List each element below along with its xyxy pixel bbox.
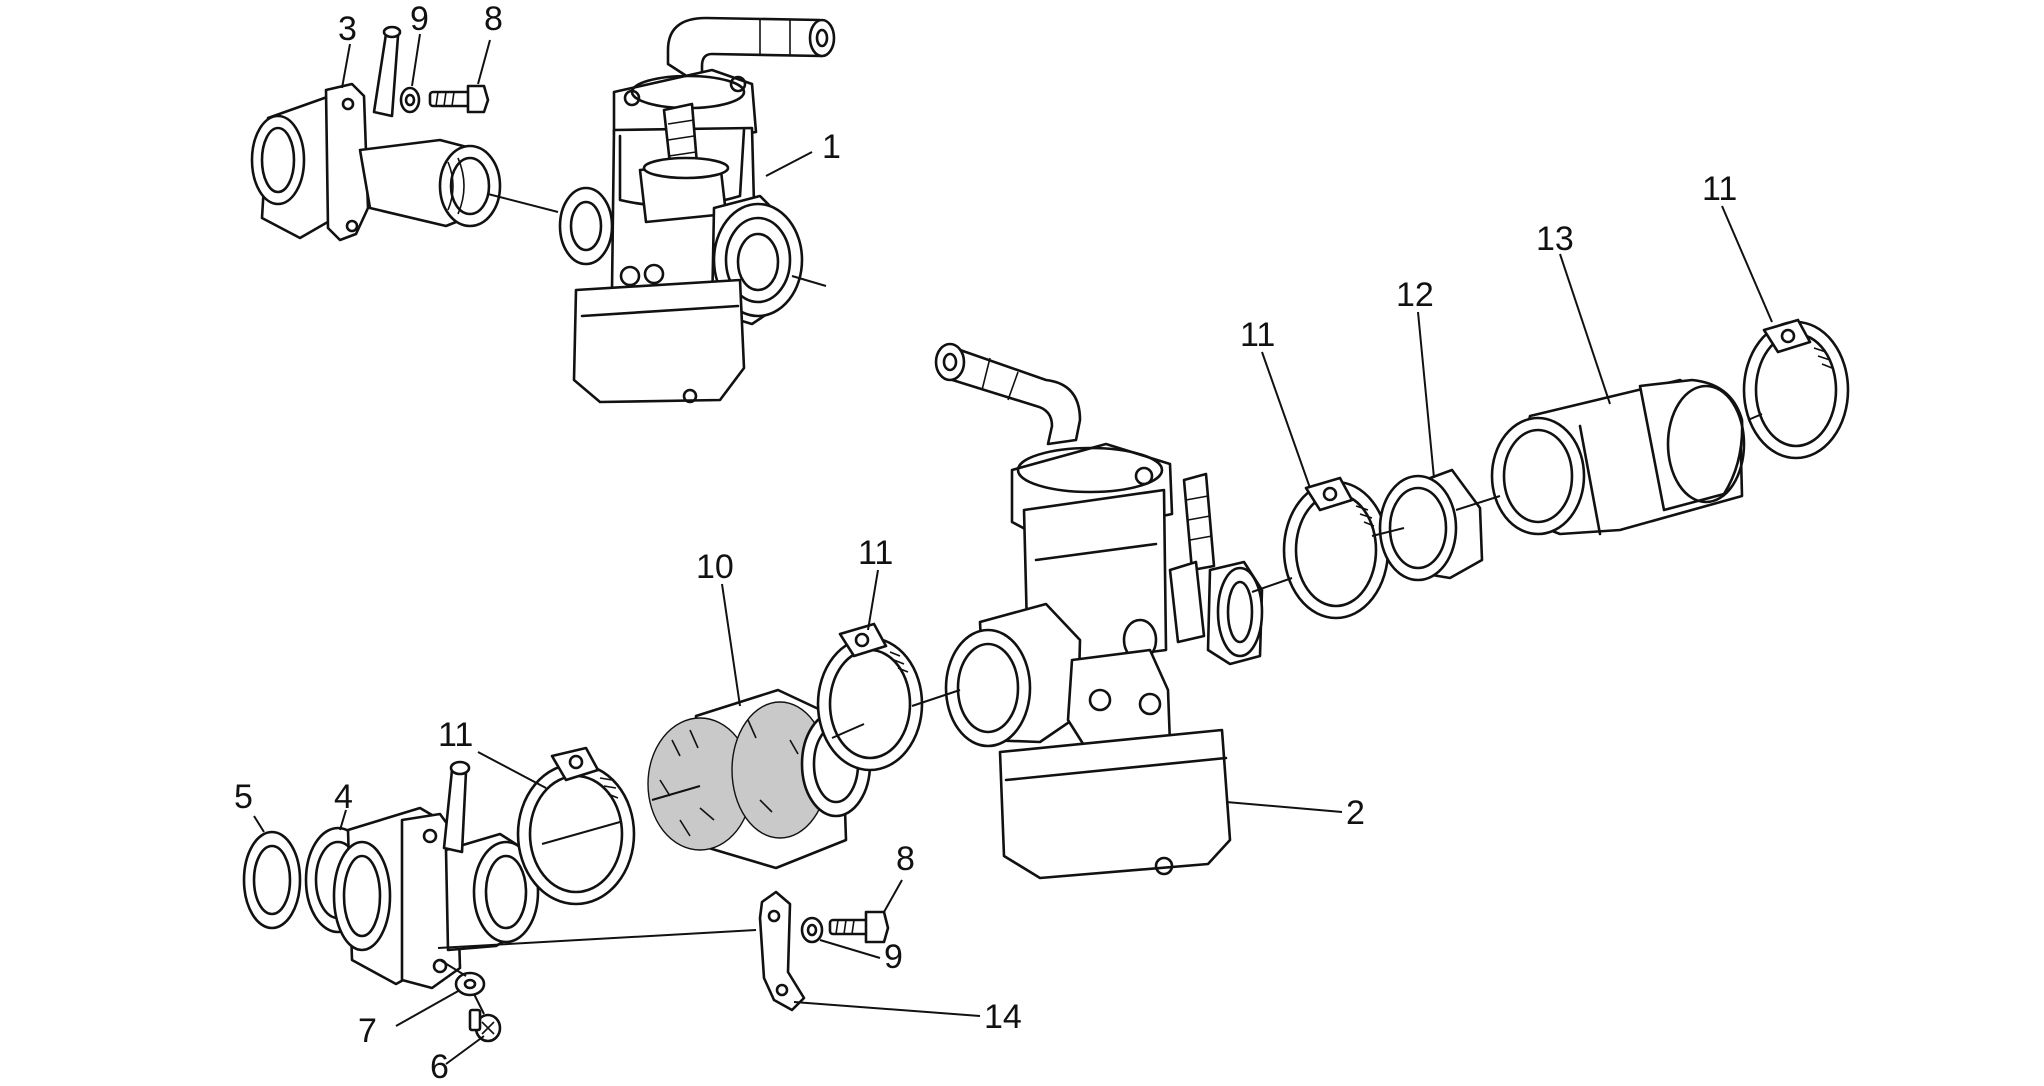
leader-6 — [445, 1035, 485, 1065]
leader-2 — [1225, 801, 1343, 813]
leader-10 — [721, 583, 741, 707]
carburetor-1 — [558, 16, 836, 404]
callout-5: 5 — [234, 778, 253, 816]
callout-11-far-right: 11 — [1702, 170, 1737, 208]
leader-3 — [341, 43, 351, 89]
washer-7 — [454, 971, 486, 997]
intake-manifold-upper — [250, 25, 502, 242]
callout-9-top: 9 — [410, 0, 429, 38]
callout-6: 6 — [430, 1048, 449, 1081]
callout-10: 10 — [696, 548, 734, 586]
callout-2: 2 — [1346, 794, 1365, 832]
leader-11d — [1721, 205, 1773, 323]
screw-6 — [468, 1008, 502, 1043]
leader-11c — [1261, 351, 1311, 489]
axis-line-4 — [911, 689, 961, 707]
callout-4: 4 — [334, 778, 353, 816]
air-filter — [647, 688, 872, 870]
hose-clamp-lower-left — [516, 746, 636, 906]
leader-7 — [395, 989, 461, 1027]
axis-line-5 — [1251, 577, 1293, 593]
callout-11-middle: 11 — [858, 534, 893, 572]
intake-manifold-lower — [332, 760, 540, 990]
axis-line-top — [487, 193, 559, 213]
callout-11-lower-left: 11 — [438, 716, 473, 754]
o-ring — [242, 830, 302, 930]
mounting-bracket — [758, 890, 806, 1012]
callout-11-right: 11 — [1240, 316, 1275, 354]
leader-9b — [819, 939, 881, 959]
leader-11a — [477, 751, 547, 789]
callout-1: 1 — [822, 128, 841, 166]
hose-clamp-right — [1282, 476, 1390, 620]
axis-line-1 — [541, 821, 621, 845]
leader-4 — [339, 809, 347, 831]
hose-clamp-middle — [816, 622, 924, 772]
rubber-sleeve — [1378, 468, 1484, 582]
leader-5 — [253, 815, 265, 833]
axis-line-top-out — [791, 275, 827, 287]
leader-8a — [477, 39, 491, 85]
callout-13: 13 — [1536, 220, 1574, 258]
bolt-top — [428, 84, 490, 114]
bolt-bottom — [828, 910, 890, 944]
carburetor-2 — [934, 342, 1264, 880]
axis-line-2 — [651, 785, 701, 801]
leader-9a — [411, 33, 421, 87]
leader-1 — [765, 151, 813, 177]
hose-clamp-far-right — [1742, 318, 1850, 460]
callout-8-top: 8 — [484, 0, 503, 38]
axis-line-screw — [473, 993, 485, 1015]
leader-11b — [867, 569, 879, 631]
callout-8-bottom: 8 — [896, 840, 915, 878]
washer-bottom — [800, 916, 824, 944]
leader-13 — [1559, 253, 1611, 405]
callout-12: 12 — [1396, 276, 1434, 314]
axis-line-6 — [1371, 527, 1405, 537]
axis-line-7 — [1455, 495, 1501, 511]
axis-line-bracket — [437, 929, 757, 949]
callout-14: 14 — [984, 998, 1022, 1036]
air-intake-hose — [1490, 378, 1746, 536]
leader-14 — [793, 1001, 981, 1017]
axis-line-3 — [831, 723, 865, 739]
washer-top — [399, 86, 421, 114]
leader-12 — [1417, 311, 1435, 479]
axis-line-washer — [439, 959, 467, 977]
callout-9-bottom: 9 — [884, 938, 903, 976]
leader-8b — [883, 879, 903, 913]
axis-line-8 — [1747, 413, 1763, 421]
callout-7: 7 — [358, 1012, 377, 1050]
callout-3: 3 — [338, 10, 357, 48]
